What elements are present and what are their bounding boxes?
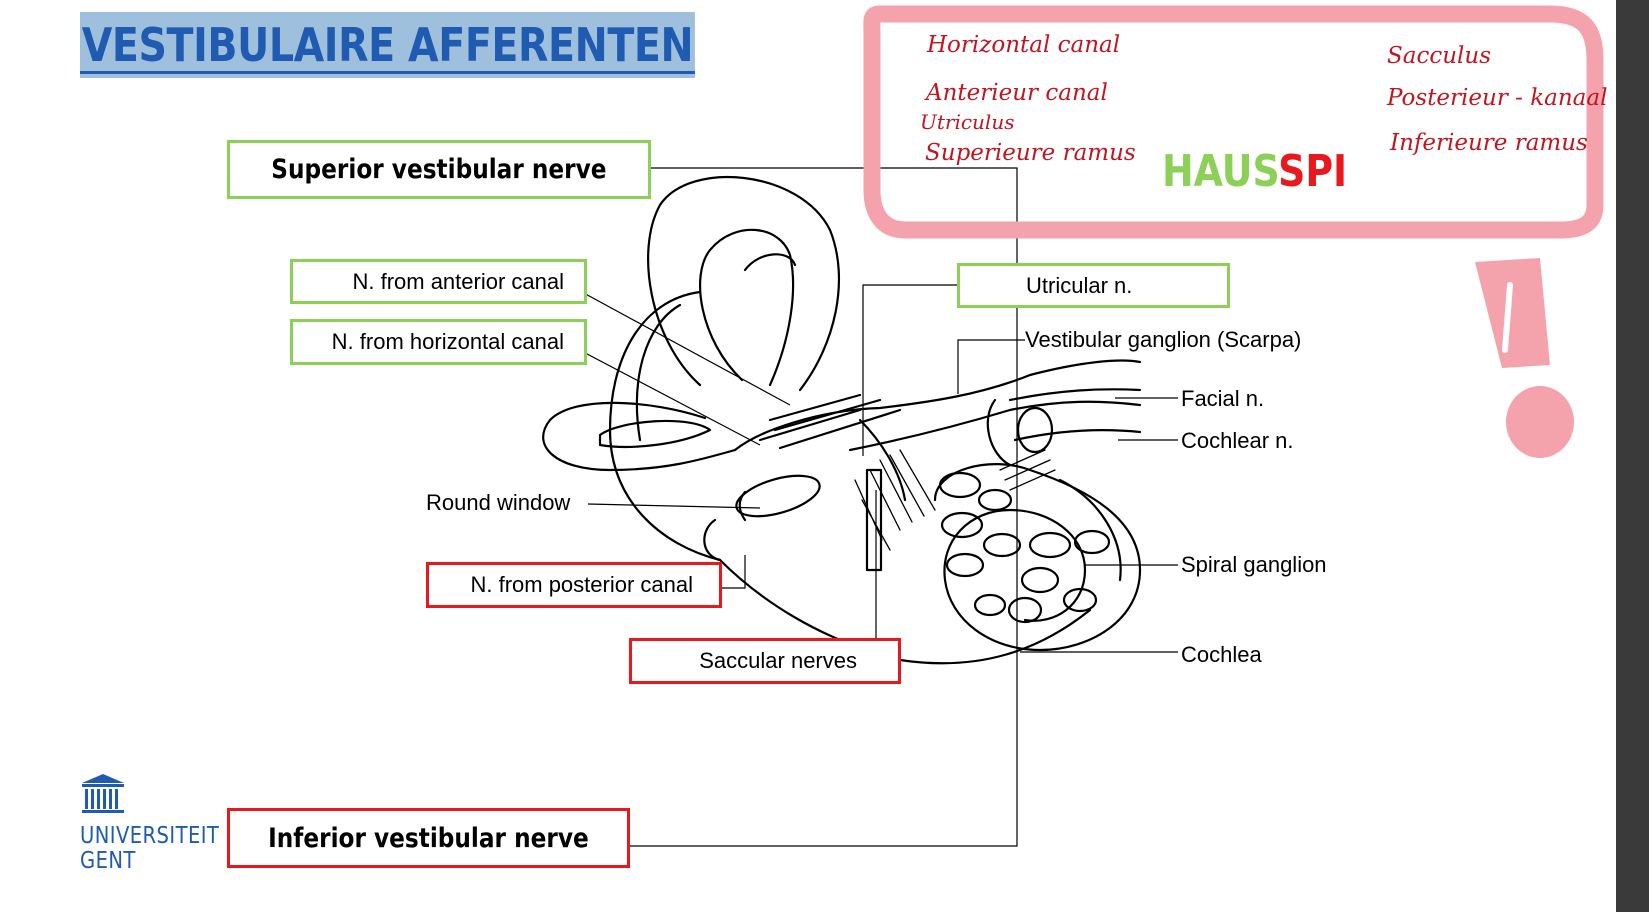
cochlea-label: Cochlea [1181, 642, 1262, 667]
vestibular-ganglion-label: Vestibular ganglion (Scarpa) [1025, 327, 1302, 352]
university-building-icon [82, 774, 124, 813]
utricular-box: Utricular n. [957, 263, 1230, 308]
anterior-canal-box: N. from anterior canal [290, 259, 587, 304]
inferior-vestibular-nerve-label: Inferior vestibular nerve [268, 822, 589, 854]
spiral-ganglion-label: Spiral ganglion [1181, 552, 1327, 577]
facial-nerve-label: Facial n. [1181, 386, 1265, 411]
note-utriculus: Utriculus [920, 110, 1015, 134]
mnemonic: HAUSSPI [1162, 146, 1347, 197]
saccular-nerves-box: Saccular nerves [629, 638, 901, 684]
slide-title: VESTIBULAIRE AFFERENTEN [80, 12, 695, 78]
logo-line2: GENT [80, 848, 136, 874]
horizontal-canal-box: N. from horizontal canal [290, 319, 587, 365]
mnemonic-spi: SPI [1278, 146, 1348, 197]
utricular-label: Utricular n. [1026, 272, 1133, 298]
posterior-canal-box: N. from posterior canal [426, 562, 722, 608]
note-sacculus: Sacculus [1387, 43, 1492, 69]
mnemonic-haus: HAUS [1162, 146, 1279, 197]
note-anterior-canal: Anterieur canal [926, 80, 1108, 106]
superior-vestibular-nerve-label: Superior vestibular nerve [271, 154, 607, 185]
note-inferior-ramus: Inferieure ramus [1390, 130, 1588, 156]
saccular-nerves-label: Saccular nerves [699, 648, 857, 673]
round-window-label: Round window [426, 490, 571, 515]
horizontal-canal-label: N. from horizontal canal [331, 329, 564, 354]
superior-vestibular-nerve-box: Superior vestibular nerve [227, 140, 651, 199]
logo-line1: UNIVERSITEIT [80, 823, 220, 849]
note-superior-ramus: Superieure ramus [925, 140, 1136, 166]
posterior-canal-label: N. from posterior canal [470, 572, 693, 597]
inferior-vestibular-nerve-box: Inferior vestibular nerve [227, 808, 630, 868]
anterior-canal-label: N. from anterior canal [352, 268, 564, 294]
cochlear-nerve-label: Cochlear n. [1181, 428, 1294, 453]
window-edge [1616, 0, 1649, 912]
note-posterior-canal: Posterieur - kanaal [1387, 85, 1608, 111]
note-horizontal-canal: Horizontal canal [927, 32, 1121, 58]
